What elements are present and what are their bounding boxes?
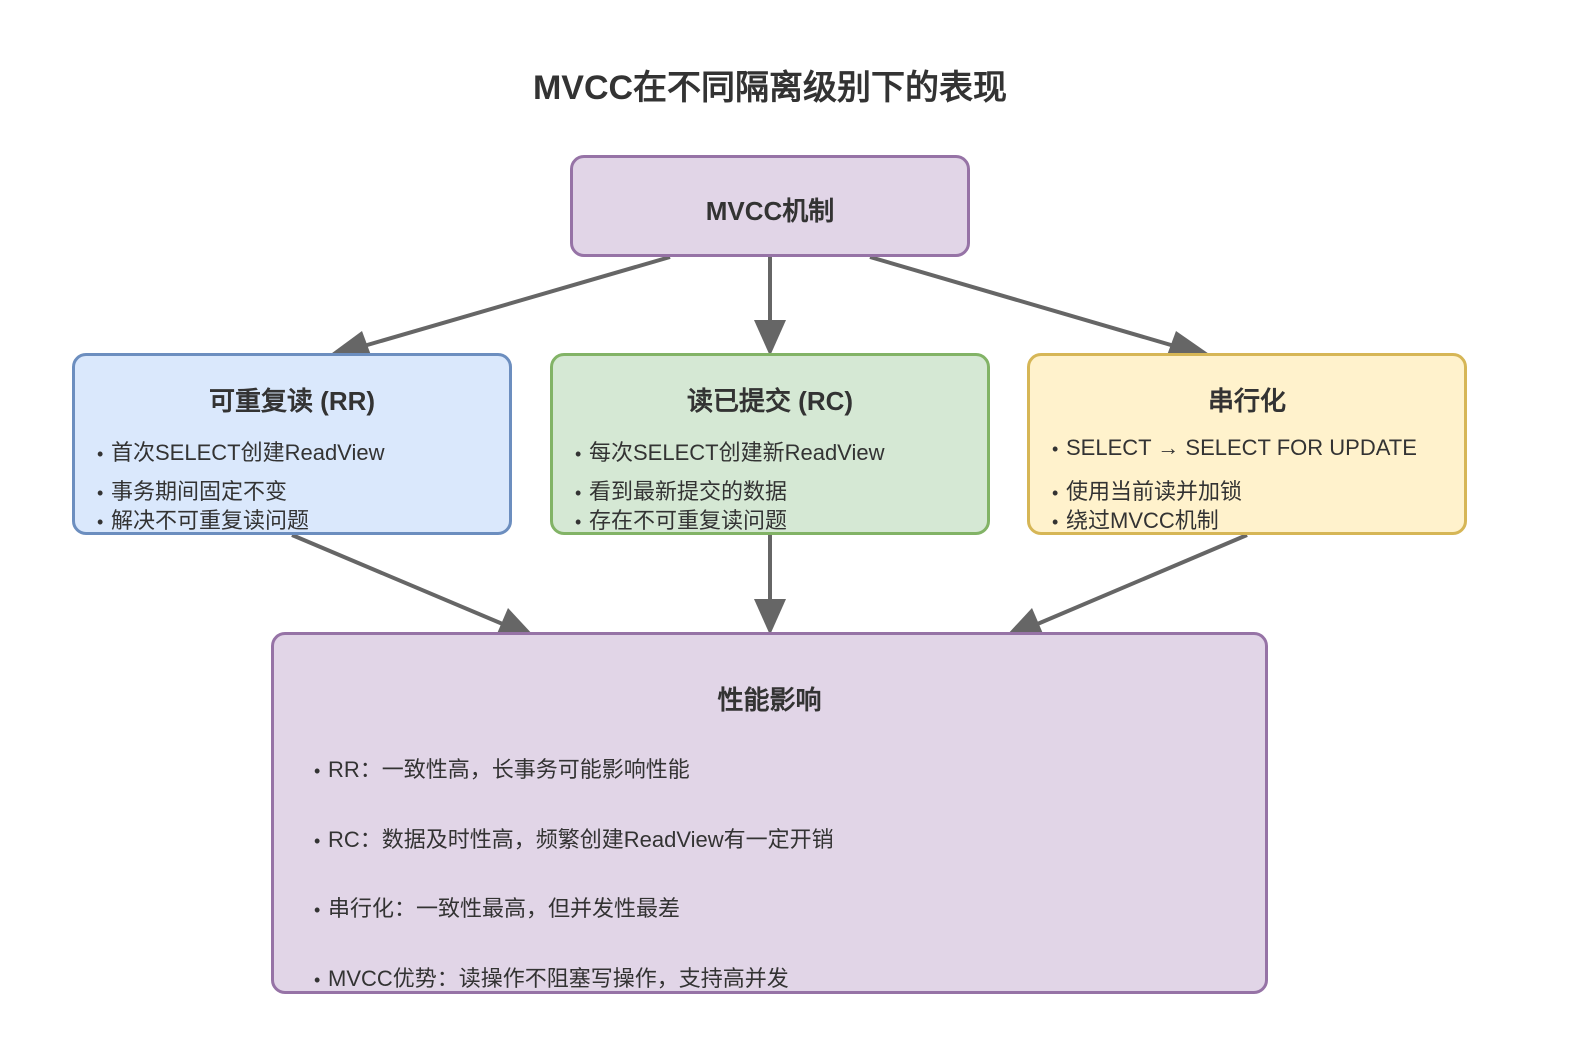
- arrow-mvcc-to-rr: [349, 255, 671, 352]
- serializable-bullet-2: 使用当前读并加锁: [1066, 479, 1243, 504]
- list-item: • MVCC优势：读操作不阻塞写操作，支持高并发: [314, 961, 789, 993]
- arrowhead-mvcc-to-rr: [328, 331, 372, 358]
- arrow-serializable-to-performance: [1027, 533, 1248, 630]
- list-item: • RC：数据及时性高，频繁创建ReadView有一定开销: [314, 822, 834, 854]
- repeatable-read-title: 可重复读 (RR): [208, 386, 376, 416]
- arrowhead-serializable-to-performance: [1006, 608, 1044, 636]
- repeatable-read-bullet-1: 首次SELECT创建ReadView: [111, 440, 385, 465]
- bullet-dot: •: [575, 444, 582, 464]
- arrow-mvcc-to-serializable: [869, 255, 1189, 352]
- mvcc-mechanism-box: MVCC机制: [570, 155, 970, 257]
- list-item: • 首次SELECT创建ReadView: [97, 435, 384, 467]
- performance-bullet-serializable: 串行化：一致性最高，但并发性最差: [328, 896, 681, 921]
- list-item: • SELECT → SELECT FOR UPDATE: [1052, 435, 1417, 461]
- bullet-dot: •: [1052, 483, 1059, 503]
- bullet-dot: •: [97, 512, 104, 532]
- read-committed-bullet-3: 存在不可重复读问题: [589, 508, 788, 533]
- list-item: • 存在不可重复读问题: [575, 503, 787, 535]
- bullet-dot: •: [1052, 512, 1059, 532]
- performance-bullet-rr: RR：一致性高，长事务可能影响性能: [328, 757, 690, 782]
- mvcc-mechanism-label: MVCC机制: [705, 196, 835, 226]
- serializable-box: 串行化 • SELECT → SELECT FOR UPDATE • 使用当前读并加…: [1027, 353, 1467, 535]
- list-item: • 每次SELECT创建新ReadView: [575, 435, 884, 467]
- bullet-dot: •: [1052, 439, 1059, 459]
- serializable-title: 串行化: [1207, 386, 1286, 416]
- arrow-rr-to-performance: [291, 533, 513, 630]
- arrowhead-mvcc-to-rc: [754, 320, 786, 356]
- performance-bullet-mvcc-advantage: MVCC优势：读操作不阻塞写操作，支持高并发: [328, 966, 789, 991]
- bullet-dot: •: [314, 761, 321, 781]
- bullet-dot: •: [575, 483, 582, 503]
- repeatable-read-bullet-3: 解决不可重复读问题: [111, 508, 310, 533]
- bullet-dot: •: [97, 483, 104, 503]
- bullet-dot: •: [575, 512, 582, 532]
- performance-impact-title: 性能影响: [717, 685, 822, 715]
- performance-impact-box: 性能影响 • RR：一致性高，长事务可能影响性能 • RC：数据及时性高，频繁创建R…: [271, 632, 1268, 994]
- serializable-bullet-3: 绕过MVCC机制: [1066, 508, 1219, 533]
- arrowhead-rc-to-performance: [754, 599, 786, 635]
- list-item: • 看到最新提交的数据: [575, 474, 787, 506]
- read-committed-bullet-1: 每次SELECT创建新ReadView: [589, 440, 885, 465]
- arrowhead-mvcc-to-serializable: [1166, 331, 1212, 358]
- read-committed-title: 读已提交 (RC): [686, 386, 854, 416]
- read-committed-box: 读已提交 (RC) • 每次SELECT创建新ReadView • 看到最新提交的数…: [550, 353, 990, 535]
- list-item: • 使用当前读并加锁: [1052, 474, 1242, 506]
- list-item: • 事务期间固定不变: [97, 474, 287, 506]
- list-item: • 串行化：一致性最高，但并发性最差: [314, 891, 680, 923]
- bullet-dot: •: [314, 831, 321, 851]
- list-item: • 绕过MVCC机制: [1052, 503, 1219, 535]
- performance-bullet-rc: RC：数据及时性高，频繁创建ReadView有一定开销: [328, 827, 834, 852]
- serializable-bullet-1: SELECT → SELECT FOR UPDATE: [1066, 435, 1417, 460]
- read-committed-bullet-2: 看到最新提交的数据: [589, 479, 788, 504]
- bullet-dot: •: [97, 444, 104, 464]
- bullet-dot: •: [314, 900, 321, 920]
- list-item: • RR：一致性高，长事务可能影响性能: [314, 752, 690, 784]
- arrowhead-rr-to-performance: [496, 608, 534, 636]
- repeatable-read-bullet-2: 事务期间固定不变: [111, 479, 288, 504]
- diagram-title: MVCC在不同隔离级别下的表现: [532, 69, 1008, 107]
- repeatable-read-box: 可重复读 (RR) •首次SELECT创建ReadView •事务期间固定不变 …: [72, 353, 512, 535]
- bullet-dot: •: [314, 970, 321, 990]
- list-item: • 解决不可重复读问题: [97, 503, 309, 535]
